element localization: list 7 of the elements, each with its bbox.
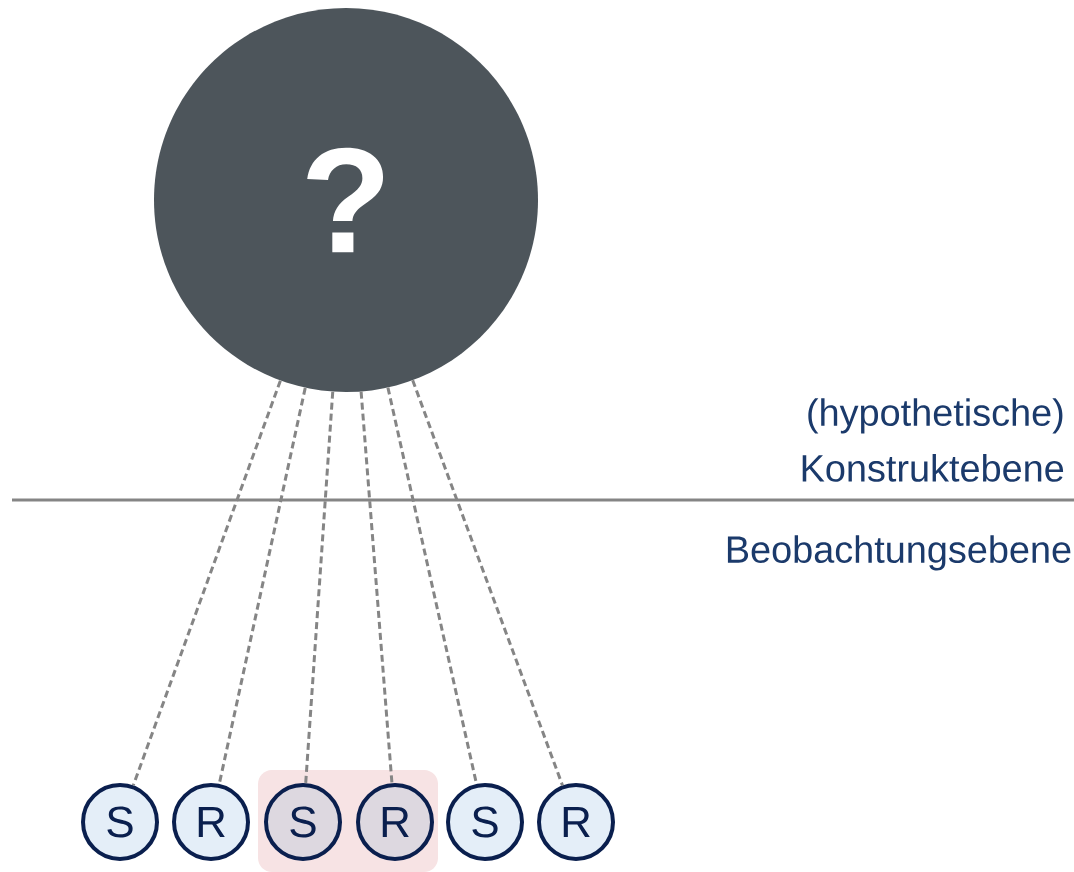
dashed-line [411,379,564,786]
level-label: Beobachtungsebene [727,535,1071,571]
dashed-line [304,391,335,784]
dashed-line [217,387,307,785]
dashed-line [131,380,282,786]
level-label: (hypothetische) Konstruktebene [802,398,1064,482]
dashed-line [359,391,394,784]
